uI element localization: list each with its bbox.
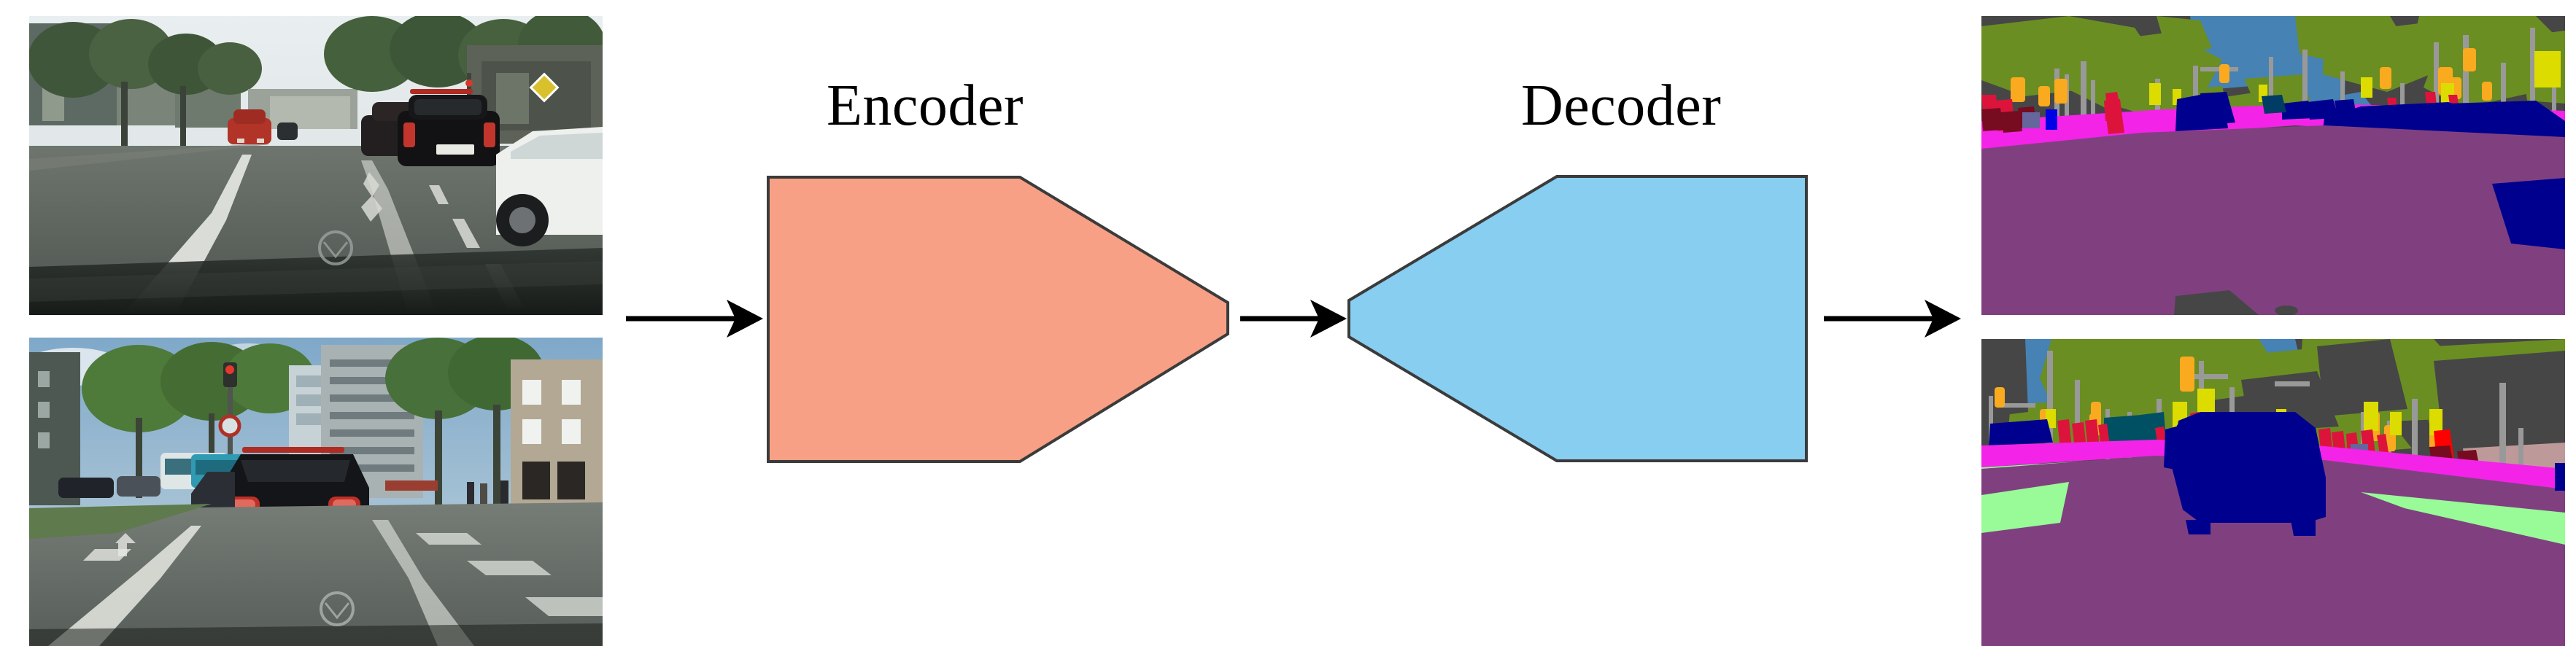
arrow-decoder-to-output <box>1824 300 1961 338</box>
decoder-block[interactable] <box>1347 175 1808 462</box>
arrow-input-to-encoder <box>626 300 763 338</box>
arrow-encoder-to-decoder <box>1240 300 1347 338</box>
segmentation-output-bottom <box>1981 339 2565 646</box>
encoder-block[interactable] <box>767 176 1229 463</box>
decoder-label: Decoder <box>1521 74 1722 138</box>
encoder-label: Encoder <box>827 74 1024 138</box>
segmentation-output-top-image <box>1981 16 2565 315</box>
input-photo-bottom-image <box>29 338 603 646</box>
segmentation-output-bottom-image <box>1981 339 2565 646</box>
input-photo-top-image <box>29 16 603 315</box>
input-photo-bottom <box>29 338 603 646</box>
segmentation-output-top <box>1981 16 2565 315</box>
input-photo-top <box>29 16 603 315</box>
